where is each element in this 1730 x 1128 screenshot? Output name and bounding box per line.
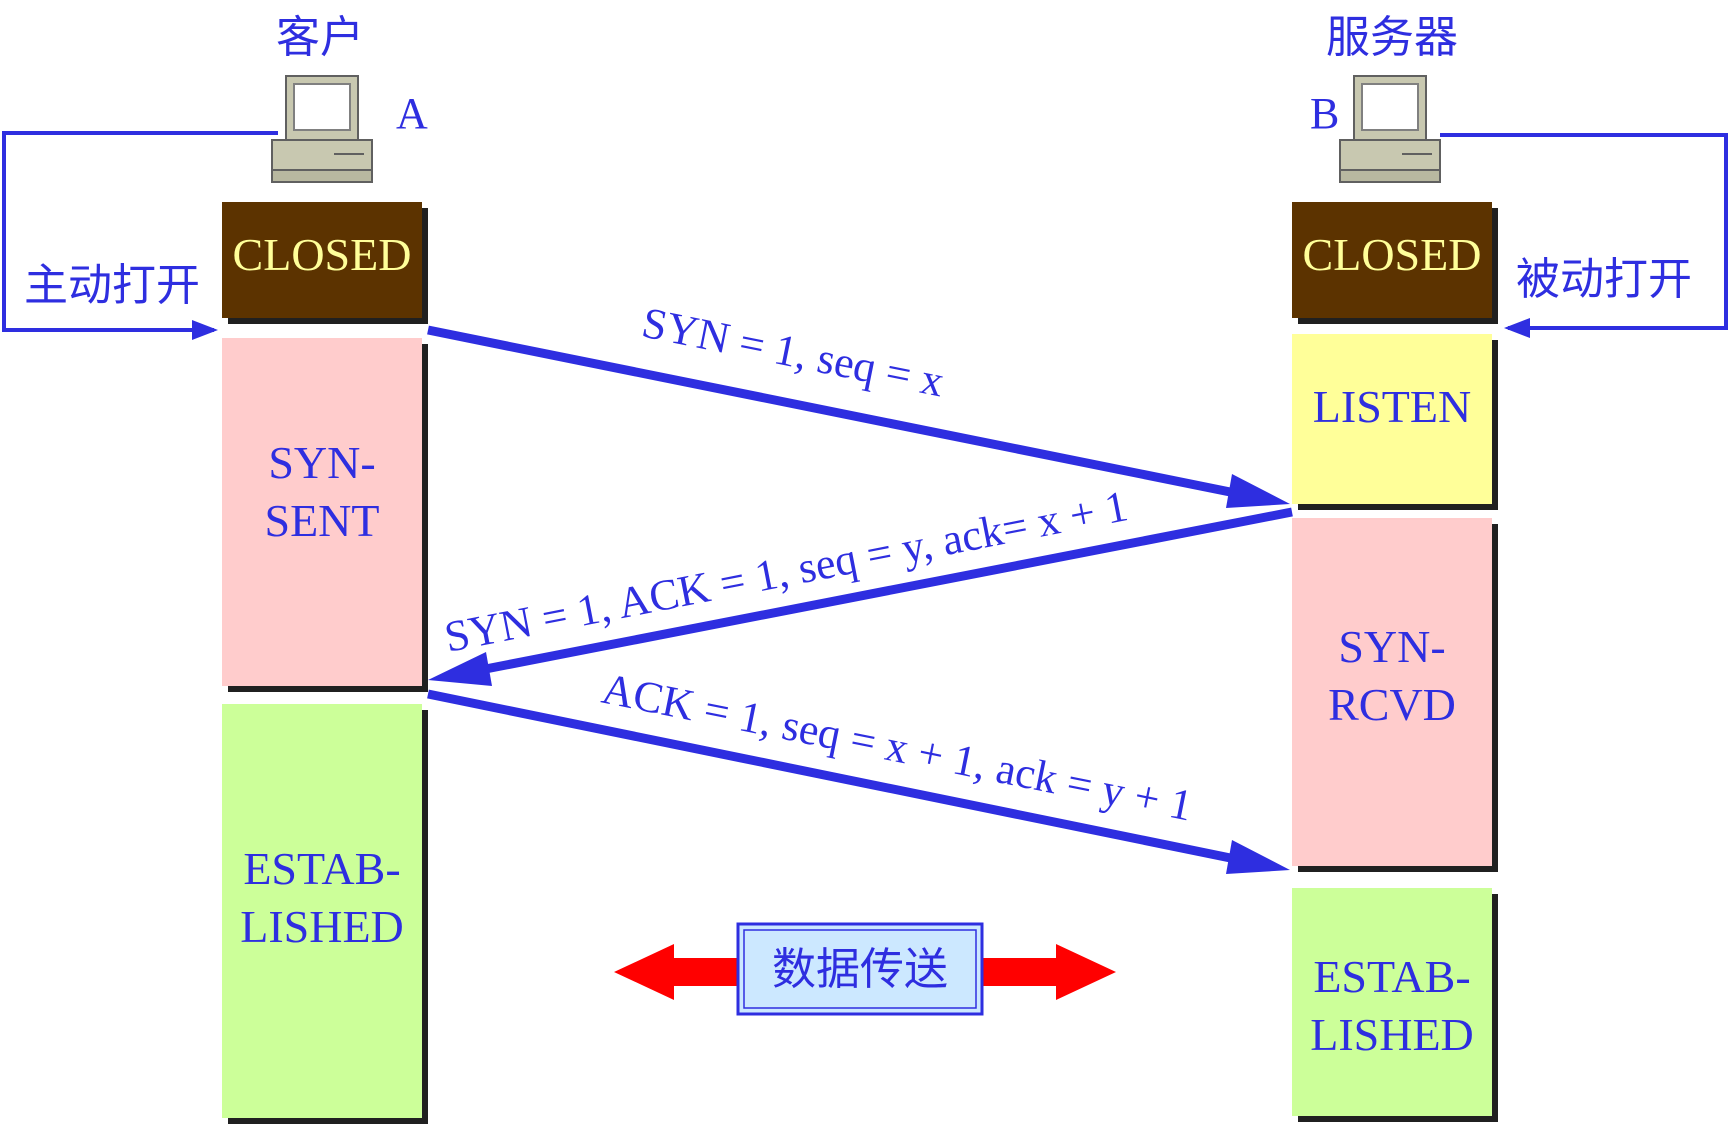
state-label: SYN-	[1338, 621, 1445, 672]
message-syn: SYN = 1, seq = x	[427, 298, 1290, 508]
active-open-arrowhead	[192, 320, 218, 340]
state-label: ESTAB-	[1313, 951, 1470, 1002]
state-label: ESTAB-	[243, 843, 400, 894]
passive-open-label: 被动打开	[1516, 254, 1692, 305]
server-state-closed: CLOSED	[1292, 202, 1498, 324]
client-title: 客户	[276, 12, 364, 63]
active-open-label: 主动打开	[24, 260, 200, 311]
server-title: 服务器	[1326, 12, 1458, 63]
state-box	[222, 202, 422, 318]
state-box	[1292, 334, 1492, 504]
message-arrow-line	[427, 689, 1251, 867]
server-letter: B	[1310, 89, 1339, 138]
message-label: SYN = 1, ACK = 1, seq = y, ack= x + 1	[441, 481, 1132, 662]
computer-icon	[1339, 75, 1441, 183]
state-label: SENT	[265, 495, 380, 546]
data-transfer: 数据传送	[614, 922, 1116, 1016]
state-label: CLOSED	[233, 229, 412, 280]
state-box	[1292, 202, 1492, 318]
message-syn-ack: SYN = 1, ACK = 1, seq = y, ack= x + 1	[428, 481, 1293, 686]
passive-open-arrowhead	[1504, 318, 1530, 338]
state-label: SYN-	[268, 437, 375, 488]
state-label: RCVD	[1328, 679, 1456, 730]
active-open-loop	[2, 131, 278, 332]
server-state-established: ESTAB- LISHED	[1292, 888, 1498, 1122]
message-arrow-line	[427, 325, 1251, 501]
server-state-listen: LISTEN	[1292, 334, 1498, 510]
state-box	[1292, 518, 1492, 866]
message-arrow-line	[469, 507, 1293, 677]
client-state-syn-sent: SYN- SENT	[222, 338, 428, 692]
state-label: LISHED	[240, 901, 404, 952]
state-box	[222, 704, 422, 1118]
state-label: CLOSED	[1303, 229, 1482, 280]
client-state-established: ESTAB- LISHED	[222, 704, 428, 1124]
state-label: LISTEN	[1313, 381, 1471, 432]
client-state-closed: CLOSED	[222, 202, 428, 324]
state-box	[1292, 888, 1492, 1116]
message-arrowhead	[428, 652, 492, 686]
passive-open-loop	[1440, 133, 1728, 330]
state-label: LISHED	[1310, 1009, 1474, 1060]
data-transfer-label: 数据传送	[772, 944, 948, 995]
state-box	[222, 338, 422, 686]
computer-icon	[271, 75, 373, 183]
message-arrowhead	[1226, 474, 1290, 508]
data-transfer-box	[736, 922, 984, 1016]
message-label: SYN = 1, seq = x	[638, 298, 948, 407]
message-ack: ACK = 1, seq = x + 1, ack = y + 1	[427, 664, 1290, 874]
client-letter: A	[396, 89, 428, 138]
message-arrowhead	[1226, 840, 1290, 874]
server-state-syn-rcvd: SYN- RCVD	[1292, 518, 1498, 872]
